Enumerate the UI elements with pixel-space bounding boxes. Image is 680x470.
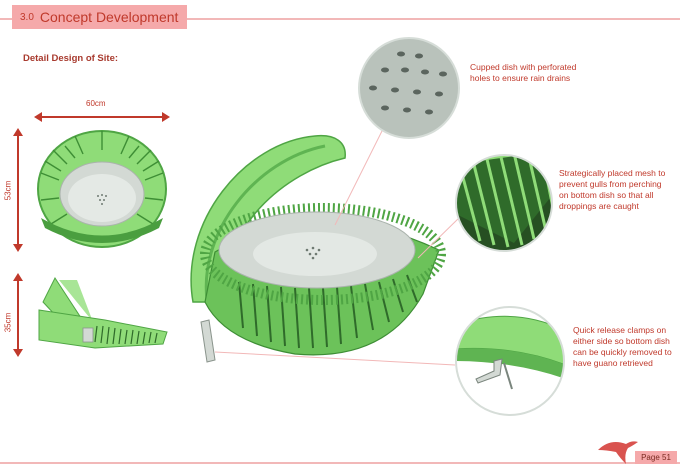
page-number: Page 51 <box>635 451 677 464</box>
height-side-dimension-arrow <box>13 273 23 357</box>
width-dimension-label: 60cm <box>86 99 106 108</box>
mesh-detail <box>455 154 553 252</box>
clamp-detail <box>455 306 565 416</box>
callout-mesh: Strategically placed mesh to prevent gul… <box>559 168 666 211</box>
callout-perforated-dish: Cupped dish with perforated holes to ens… <box>470 62 577 83</box>
bird-logo-icon <box>598 441 638 464</box>
bottom-rule <box>0 462 680 464</box>
callout-clamp: Quick release clamps on either side so b… <box>573 325 672 368</box>
perforated-dish-detail <box>358 37 460 139</box>
top-view-render <box>37 130 167 248</box>
section-title: Concept Development <box>39 9 179 25</box>
top-rule <box>0 18 680 20</box>
side-view-render <box>38 276 168 349</box>
main-perspective-render <box>190 134 446 363</box>
section-title-box: 3.0 Concept Development <box>12 5 187 29</box>
section-number: 3.0 <box>20 11 34 23</box>
height-top-dimension-arrow <box>13 128 23 252</box>
detail-design-subtitle: Detail Design of Site: <box>23 53 119 64</box>
width-dimension-arrow <box>34 112 170 122</box>
